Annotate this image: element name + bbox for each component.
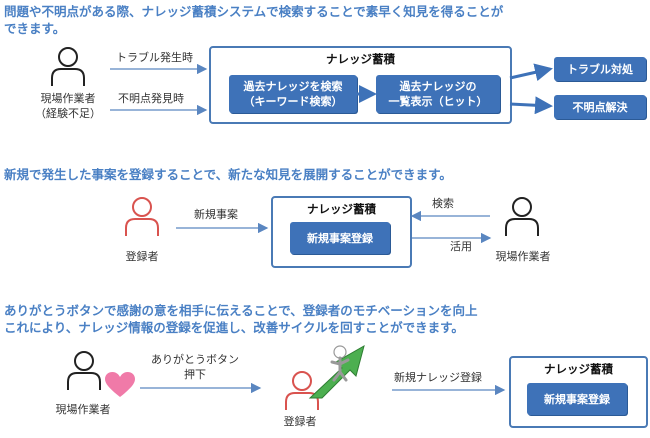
search-arrow-label: 検索	[432, 197, 454, 210]
worker-name-2: 現場作業者	[495, 250, 551, 263]
thanks-button-label-line-2: 押下	[184, 368, 206, 381]
worker-person-icon	[51, 47, 85, 86]
knowledge-panel-3-title: ナレッジ蓄積	[544, 362, 613, 376]
new-case-arrow-label: 新規事案	[194, 208, 238, 221]
worker-note: （経験不足）	[35, 107, 101, 120]
worker-name: 現場作業者	[40, 92, 96, 105]
list-past-knowledge-box: 過去ナレッジの一覧表示（ヒット）	[376, 75, 500, 113]
registrant-person-icon	[125, 197, 159, 236]
motivation-growth-arrow-icon	[308, 344, 365, 399]
arrow-to-trouble	[509, 63, 553, 82]
knowledge-panel-1-title: ナレッジ蓄積	[326, 52, 395, 66]
heart-icon	[105, 372, 135, 397]
headline-2: 新規で発生した事案を登録することで、新たな知見を展開することができます。	[4, 167, 452, 182]
headline-1-line-1: 問題や不明点がある際、ナレッジ蓄積システムで検索することで素早く知見を得ることが	[4, 4, 504, 19]
outcome-resolve-box: 不明点解決	[554, 95, 646, 119]
headline-3-line-1: ありがとうボタンで感謝の意を相手に伝えることで、登録者のモチベーションを向上	[4, 303, 478, 318]
worker-person-icon-2	[505, 197, 539, 236]
search-past-knowledge-box: 過去ナレッジを検索（キーワード検索）	[229, 75, 357, 113]
registrant-name-2: 登録者	[125, 250, 159, 263]
registrant-name-3: 登録者	[283, 415, 317, 428]
unknown-arrow-label: 不明点発見時	[118, 92, 184, 105]
headline-1-line-2: できます。	[4, 21, 66, 36]
outcome-trouble-box: トラブル対処	[554, 57, 646, 81]
new-case-register-box-2: 新規事案登録	[290, 222, 390, 254]
use-arrow-label: 活用	[450, 240, 472, 253]
new-case-register-box-3: 新規事案登録	[527, 383, 627, 415]
arrow-to-resolve	[509, 96, 553, 115]
thanks-button-label-line-1: ありがとうボタン	[151, 353, 239, 366]
worker-name-3: 現場作業者	[55, 403, 111, 416]
worker-person-icon-3	[67, 351, 101, 390]
trouble-arrow-label: トラブル発生時	[116, 51, 193, 64]
knowledge-panel-2-title: ナレッジ蓄積	[307, 202, 376, 216]
new-knowledge-arrow-label: 新規ナレッジ登録	[394, 371, 482, 384]
headline-3-line-2: これにより、ナレッジ情報の登録を促進し、改善サイクルを回すことができます。	[4, 320, 464, 335]
